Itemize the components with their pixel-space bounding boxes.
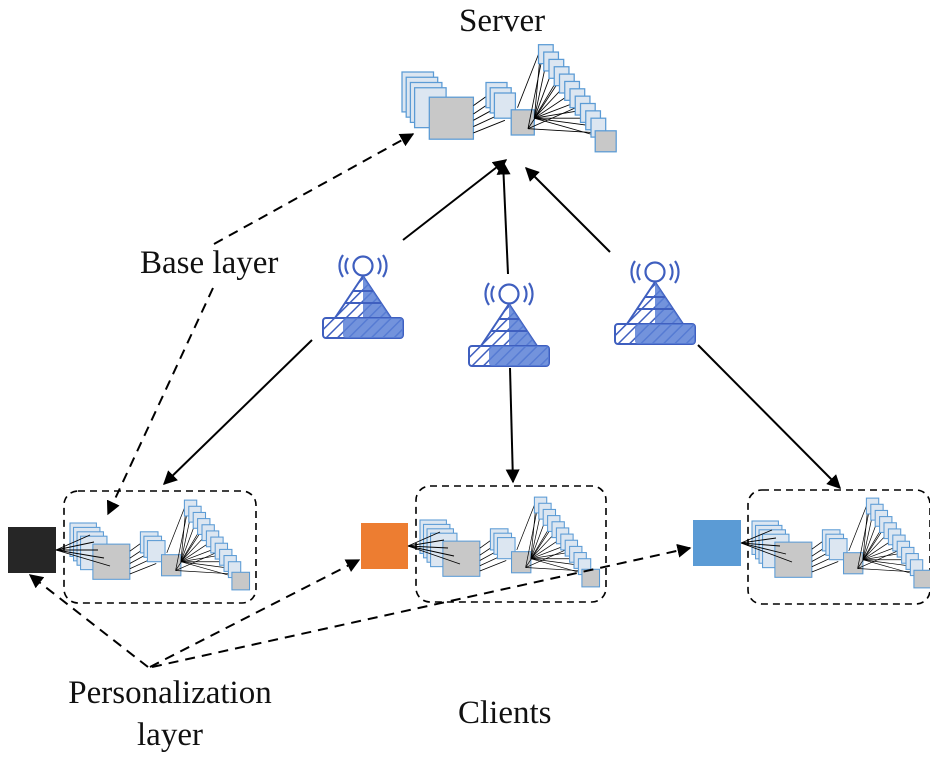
server-label: Server <box>459 3 546 39</box>
client-1-model-box <box>63 490 257 604</box>
personalization-arrow-to-client-3 <box>151 543 692 668</box>
base-layer-arrow-to-client <box>106 287 214 516</box>
base-layer-label: Base layer <box>140 245 279 281</box>
client-1-personalization-block <box>8 527 56 573</box>
server-model-icon <box>401 44 617 153</box>
access-point-icon-right <box>613 259 697 346</box>
personalization-arrow-to-client-2 <box>149 559 361 668</box>
arrow-left-tower-to-server <box>402 159 508 241</box>
client-2-personalization-block <box>361 523 408 569</box>
arrow-left-tower-to-client-1 <box>162 339 313 485</box>
client-3-model-icon <box>751 497 930 589</box>
base-layer-arrow-to-server <box>213 133 415 245</box>
arrow-center-tower-to-server <box>496 160 511 275</box>
arrow-center-tower-to-client-2 <box>505 367 520 484</box>
clients-label: Clients <box>458 695 552 731</box>
arrow-right-tower-to-client-3 <box>697 344 841 489</box>
personalization-layer-label: Personalization layer <box>40 674 300 754</box>
client-2-model-box <box>415 485 607 603</box>
client-1-model-icon <box>69 499 251 591</box>
personalization-layer-label-line1: Personalization <box>68 675 272 711</box>
arrow-right-tower-to-server <box>525 167 611 253</box>
client-3-personalization-block <box>693 520 741 566</box>
personalization-layer-label-line2: layer <box>137 717 203 753</box>
personalization-arrow-to-client-1 <box>28 574 149 668</box>
access-point-icon-left <box>321 253 405 340</box>
client-3-model-box <box>747 489 930 605</box>
access-point-icon-center <box>467 281 551 368</box>
